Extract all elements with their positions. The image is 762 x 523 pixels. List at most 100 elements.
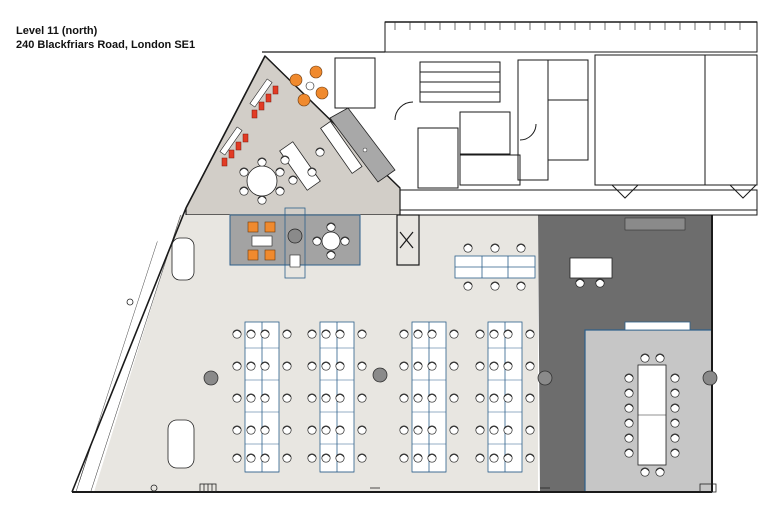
chair-icon [357, 329, 367, 339]
bottom-details [126, 298, 717, 493]
chair-icon [489, 329, 499, 339]
chair-icon [449, 361, 459, 371]
chair-icon [427, 453, 437, 463]
chair-icon [503, 329, 513, 339]
chair-icon [475, 393, 485, 403]
desk-cluster-top [454, 243, 536, 291]
chair-icon [489, 425, 499, 435]
chair-icon [449, 425, 459, 435]
chair-icon [525, 425, 535, 435]
lounge-chairs [289, 65, 329, 107]
chair-icon [335, 361, 345, 371]
chair-icon [399, 361, 409, 371]
chair-icon [260, 425, 270, 435]
chair-icon [413, 425, 423, 435]
chair-icon [399, 453, 409, 463]
chair-icon [357, 361, 367, 371]
chair-icon [246, 329, 256, 339]
chair-icon [321, 425, 331, 435]
chair-icon [260, 329, 270, 339]
core-desk [569, 217, 691, 331]
chair-icon [282, 329, 292, 339]
building-address: 240 Blackfriars Road, London SE1 [16, 39, 196, 51]
chair-icon [232, 361, 242, 371]
desk-banks [232, 321, 535, 473]
chair-icon [321, 329, 331, 339]
chair-icon [260, 393, 270, 403]
chair-icon [475, 361, 485, 371]
chair-icon [399, 425, 409, 435]
chair-icon [260, 361, 270, 371]
columns [203, 367, 718, 386]
chair-icon [357, 425, 367, 435]
floor-level-title: Level 11 (north) [16, 25, 98, 37]
chair-icon [525, 453, 535, 463]
chair-icon [475, 425, 485, 435]
chair-icon [307, 329, 317, 339]
chair-icon [503, 453, 513, 463]
chair-icon [413, 361, 423, 371]
chair-icon [321, 453, 331, 463]
chair-icon [307, 453, 317, 463]
chair-icon [449, 329, 459, 339]
inner-walls [396, 214, 420, 266]
chair-icon [525, 329, 535, 339]
chair-icon [232, 453, 242, 463]
chair-icon [282, 361, 292, 371]
chair-icon [282, 425, 292, 435]
chair-icon [335, 393, 345, 403]
breakout-furniture [219, 65, 396, 205]
chair-icon [427, 329, 437, 339]
outer-walls [71, 51, 713, 493]
chair-icon [427, 393, 437, 403]
chair-icon [246, 361, 256, 371]
chair-icon [525, 361, 535, 371]
chair-icon [321, 393, 331, 403]
chair-icon [282, 393, 292, 403]
chair-icon [246, 425, 256, 435]
chair-icon [503, 425, 513, 435]
chair-icon [232, 393, 242, 403]
boardroom-table [624, 353, 680, 477]
chair-icon [246, 393, 256, 403]
chair-icon [321, 361, 331, 371]
chair-icon [282, 453, 292, 463]
chair-icon [489, 453, 499, 463]
chair-icon [335, 329, 345, 339]
chair-icon [335, 425, 345, 435]
chair-icon [413, 453, 423, 463]
chair-icon [260, 453, 270, 463]
chair-icon [399, 393, 409, 403]
chair-icon [357, 453, 367, 463]
sofas [167, 237, 195, 469]
chair-icon [307, 361, 317, 371]
chair-icon [335, 453, 345, 463]
chair-icon [232, 425, 242, 435]
plan-title: Level 11 (north) 240 Blackfriars Road, L… [16, 24, 195, 52]
chair-icon [413, 393, 423, 403]
top-core [334, 21, 758, 216]
chair-icon [427, 425, 437, 435]
chair-icon [525, 393, 535, 403]
chair-icon [449, 393, 459, 403]
chair-icon [246, 453, 256, 463]
chair-icon [307, 425, 317, 435]
chair-icon [475, 453, 485, 463]
meeting-pod [229, 207, 361, 279]
chair-icon [449, 453, 459, 463]
chair-icon [503, 361, 513, 371]
chair-icon [489, 393, 499, 403]
chair-icon [232, 329, 242, 339]
exterior-hatch-lower [70, 215, 180, 492]
chair-icon [413, 329, 423, 339]
chair-icon [427, 361, 437, 371]
chair-icon [489, 361, 499, 371]
chair-icon [503, 393, 513, 403]
chair-icon [357, 393, 367, 403]
zones [70, 55, 713, 493]
red-benches [221, 85, 279, 167]
chair-icon [475, 329, 485, 339]
chair-icon [399, 329, 409, 339]
chair-icon [307, 393, 317, 403]
